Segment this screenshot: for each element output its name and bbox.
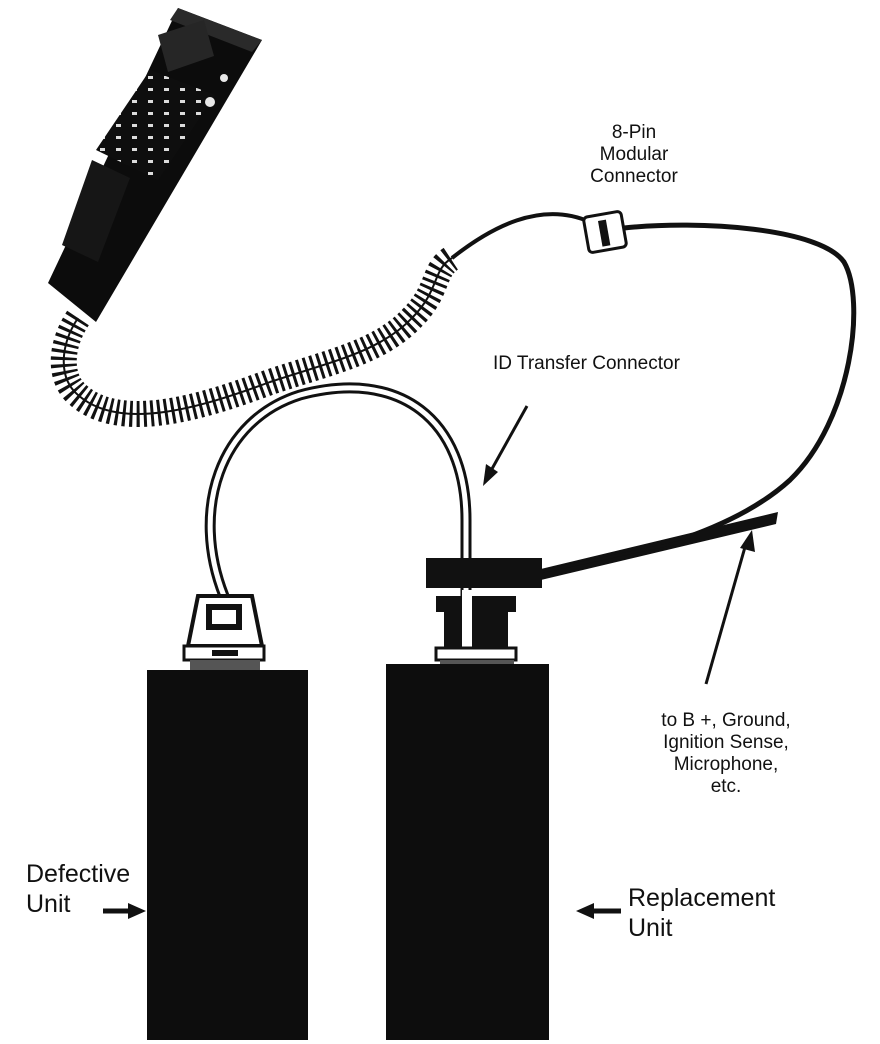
modular-connector-label-line-1: 8-Pin: [611, 122, 657, 143]
plug-body: [444, 612, 508, 648]
modular-connector-band: [597, 219, 611, 247]
connector-cable: [544, 222, 857, 575]
handset-button-round: [205, 97, 215, 107]
defective-unit-connector: [182, 594, 266, 672]
defective-unit-label-line-1: Defective: [26, 860, 131, 888]
power-leads-label-line-4: etc.: [710, 775, 742, 797]
defective-unit-box: [147, 670, 308, 1040]
handset-button-round-2: [220, 74, 228, 82]
plug-cap: [426, 558, 542, 588]
plug-collar: [436, 596, 516, 612]
defective-unit-arrow-head: [128, 903, 146, 919]
coiled-cord-core: [62, 257, 453, 415]
id-transfer-arrow-head: [483, 464, 498, 486]
replacement-unit-label-line-2: Unit: [628, 914, 673, 942]
handset-lower-panel: [62, 160, 130, 262]
power-leads-label-line-1: to B +, Ground,: [661, 710, 791, 731]
dsub-window-inner: [212, 610, 236, 624]
id-transfer-connector-label: ID Transfer Connector: [493, 353, 680, 375]
power-leads-label-line-2: Ignition Sense,: [663, 731, 789, 753]
replacement-unit-connector: [426, 558, 542, 670]
dsub-base: [190, 660, 260, 672]
modular-connector: [582, 210, 628, 254]
id-transfer-arrow-line: [486, 405, 529, 477]
modular-connector-label: 8-Pin Modular Connector: [583, 122, 685, 188]
defective-unit-label-line-2: Unit: [26, 890, 71, 918]
handset: [48, 8, 262, 322]
power-lead-wire: [539, 538, 691, 574]
replacement-unit-label-line-1: Replacement: [628, 884, 776, 912]
replacement-unit-arrow-head: [576, 903, 594, 919]
power-leads-label-line-3: Microphone,: [673, 753, 779, 775]
plug-cable-entry: [462, 590, 472, 650]
replacement-unit-box: [386, 664, 549, 1040]
plug-flange: [434, 646, 518, 662]
cord-to-connector: [450, 212, 591, 260]
handset-display: [158, 20, 214, 72]
replacement-unit-label: Replacement Unit: [628, 883, 775, 943]
defective-unit-label: Defective Unit: [26, 859, 130, 919]
handset-top-edge: [170, 8, 262, 52]
id-transfer-connector-label-text: ID Transfer Connector: [493, 353, 680, 374]
power-leads-label: to B +, Ground, Ignition Sense, Micropho…: [626, 710, 826, 797]
handset-keypad: [96, 70, 215, 180]
id-transfer-cable: [207, 385, 469, 605]
dsub-flange-mark: [212, 650, 238, 656]
modular-connector-label-line-3: Connector: [590, 165, 678, 187]
power-leads-arrow-head: [740, 530, 755, 552]
modular-connector-label-line-2: Modular: [599, 143, 669, 165]
power-leads-arrow-line: [704, 539, 749, 685]
